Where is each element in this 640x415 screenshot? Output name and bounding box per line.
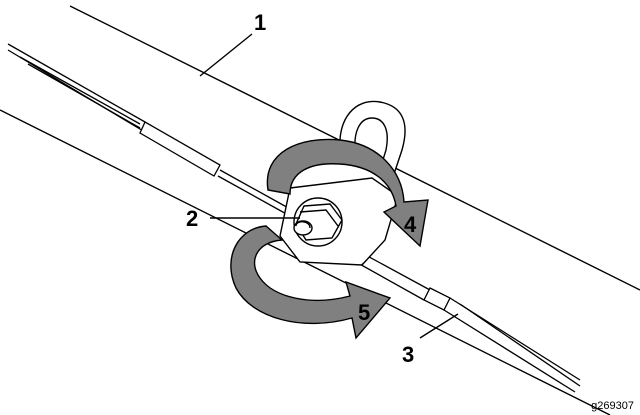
- figure-code: g269307: [591, 400, 634, 412]
- arrow-label-4: 4: [404, 212, 417, 237]
- callout-3: 3: [402, 342, 414, 367]
- clamp-strap: [339, 100, 406, 181]
- callout-leaders: [199, 33, 459, 339]
- callout-2: 2: [186, 206, 198, 231]
- rotation-arrow-5: [230, 225, 392, 340]
- cable: [7, 43, 581, 393]
- callout-1: 1: [254, 10, 266, 35]
- arrow-label-5: 5: [358, 300, 370, 325]
- adjustment-nut: [293, 197, 343, 247]
- rotation-arrow-4: [266, 138, 429, 248]
